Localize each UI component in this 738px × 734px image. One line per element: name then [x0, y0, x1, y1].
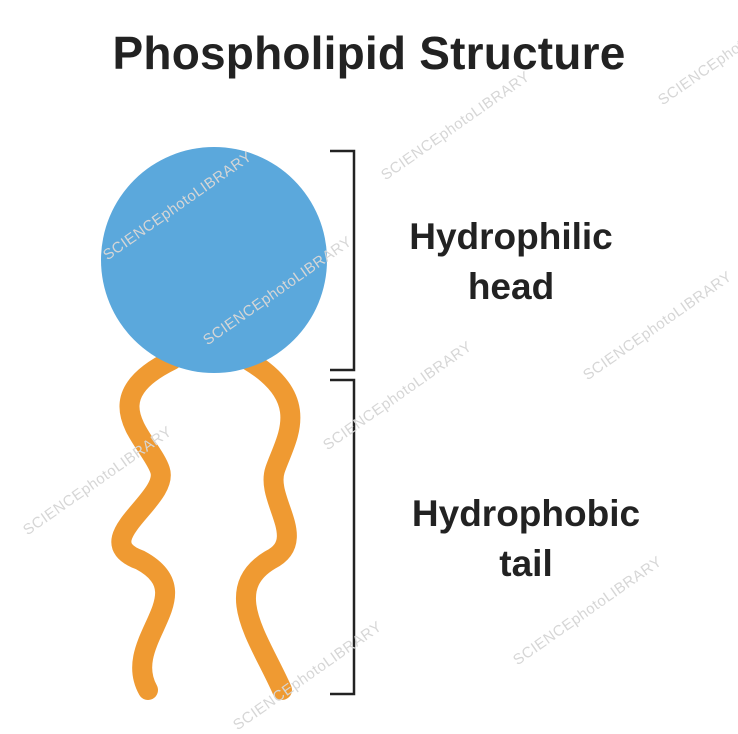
diagram-title: Phospholipid Structure: [112, 27, 626, 79]
hydrophilic-label-line1: Hydrophilic: [409, 216, 613, 257]
head-bracket: [330, 149, 356, 372]
hydrophilic-head-circle: [101, 147, 327, 373]
hydrophilic-label-line2: head: [467, 266, 555, 307]
tail-right: [235, 350, 301, 700]
tail-bracket: [330, 378, 356, 696]
tail-left: [111, 350, 182, 700]
hydrophobic-label-line1: Hydrophobic: [411, 493, 641, 534]
hydrophilic-head-label: Hydrophilic head: [380, 212, 642, 312]
hydrophobic-tails: [111, 350, 301, 700]
hydrophobic-tail-label: Hydrophobic tail: [380, 489, 672, 589]
hydrophobic-label-line2: tail: [499, 543, 553, 584]
